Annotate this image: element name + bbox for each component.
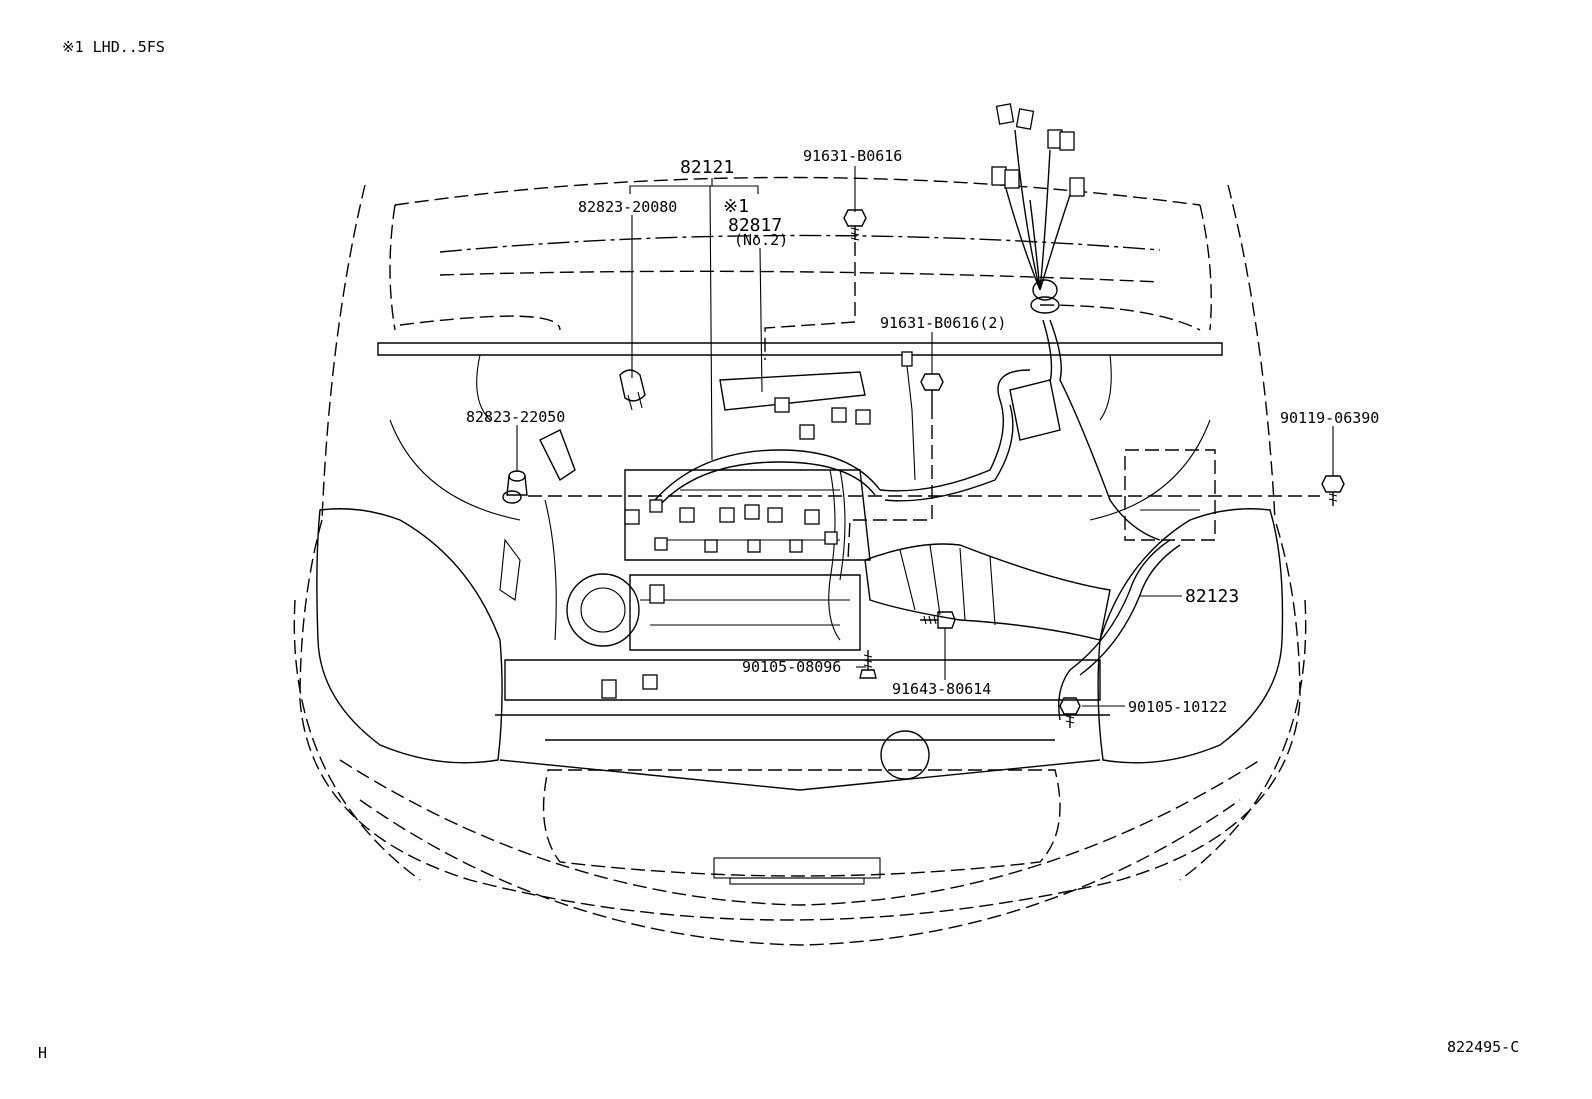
bolt-90119-06390 — [1321, 475, 1345, 506]
part-callouts: 82121 82823-20080 ※1 82817 (No.2) 91631-… — [466, 147, 1379, 716]
callout-82823-20080: 82823-20080 — [578, 198, 677, 216]
wire-harness — [601, 103, 1181, 721]
callout-91631-b0616-2: 91631-B0616(2) — [880, 314, 1006, 332]
callout-90105-08096: 90105-08096 — [742, 658, 841, 676]
callout-82823-22050: 82823-22050 — [466, 408, 565, 426]
bolt-90105-10122 — [1059, 697, 1081, 728]
callout-91631-b0616: 91631-B0616 — [803, 147, 902, 165]
vehicle-body-outline — [293, 176, 1307, 946]
bolt-91631-b0616 — [843, 209, 867, 241]
callout-91643-80614: 91643-80614 — [892, 680, 991, 698]
sheet-letter: H — [38, 1044, 47, 1062]
bolt-91643-80614 — [920, 611, 956, 629]
callout-mark-1: ※1 — [723, 196, 749, 217]
bolt-90105-08096 — [859, 650, 877, 679]
clamp-82823-22050 — [502, 470, 528, 504]
callout-82817-no2: (No.2) — [734, 231, 788, 249]
callout-82123: 82123 — [1185, 586, 1239, 607]
leader-lines — [516, 166, 1334, 707]
callout-90105-10122: 90105-10122 — [1128, 698, 1227, 716]
bolt-91631-b0616-2 — [920, 373, 944, 405]
callout-82817: 82817 — [728, 215, 782, 236]
engine-assembly — [499, 371, 1216, 780]
fasteners — [502, 209, 1345, 728]
illustration-number: 822495-C — [1447, 1038, 1519, 1056]
callout-82121: 82121 — [680, 157, 734, 178]
callout-90119-06390: 90119-06390 — [1280, 409, 1379, 427]
model-note: ※1 LHD..5FS — [62, 38, 165, 56]
